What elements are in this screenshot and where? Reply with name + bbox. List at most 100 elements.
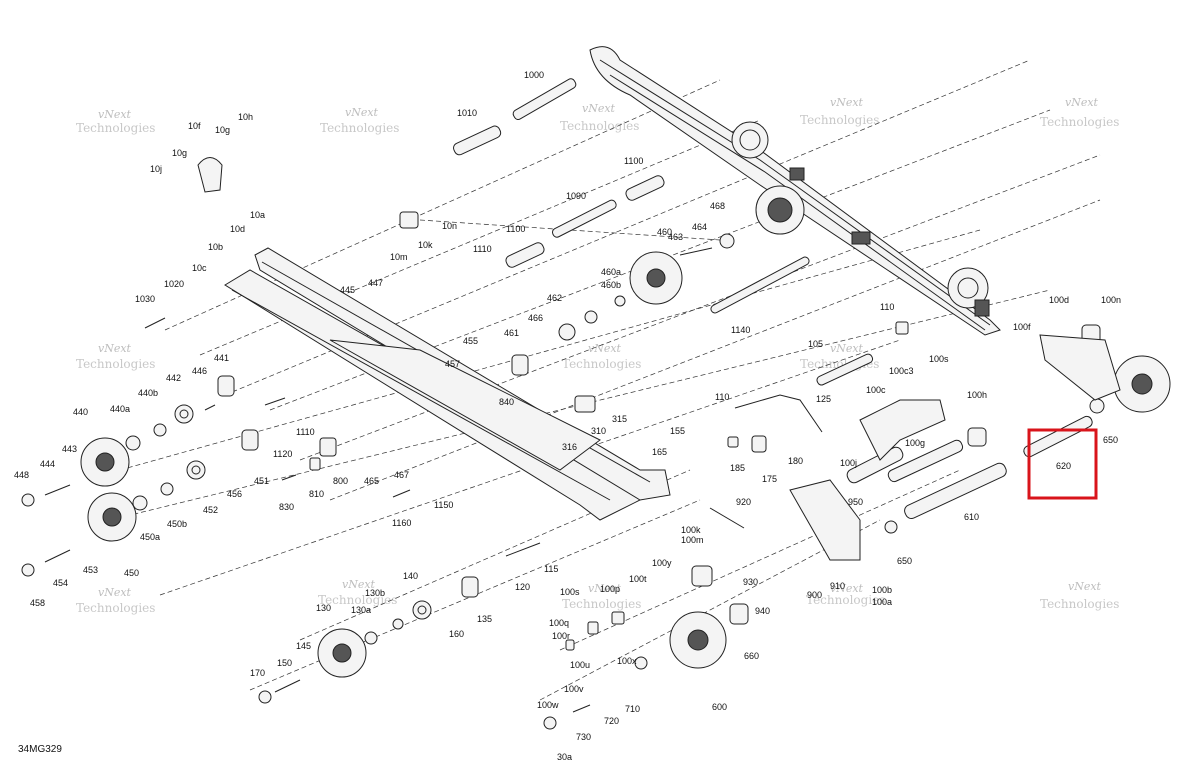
part-label: 10g (172, 148, 187, 158)
watermark: Technologies (1040, 115, 1119, 129)
part-label: 100n (1101, 295, 1121, 305)
part-label: 440b (138, 388, 158, 398)
part-label: 185 (730, 463, 745, 473)
part-label: 1100 (624, 156, 643, 166)
part-label: 100m (681, 535, 704, 545)
part-label: 100c (866, 385, 886, 395)
part-label: 310 (591, 426, 606, 436)
part-label: 130b (365, 588, 385, 598)
part-label: 446 (192, 366, 207, 376)
watermark: Technologies (76, 357, 155, 371)
watermark: vNext (342, 578, 376, 591)
part-label: 453 (83, 565, 98, 575)
part-label: 900 (807, 590, 822, 600)
wheels (80, 251, 1171, 678)
part-label: 840 (499, 397, 514, 407)
part-label: 100s (929, 354, 949, 364)
part-label: 1100 (506, 224, 525, 234)
part-labels: 1000 1010 10h 10f 10g 10g 10j 1100 1090 468 464 463… (14, 70, 1121, 762)
part-label: 461 (504, 328, 519, 338)
part-label: 447 (368, 278, 383, 288)
part-label: 100c3 (889, 366, 914, 376)
part-label: 463 (668, 232, 683, 242)
watermark: Technologies (1040, 597, 1119, 611)
part-label: 10h (238, 112, 253, 122)
part-label: 465 (364, 476, 379, 486)
part-label: 445 (340, 285, 355, 295)
watermark: vNext (830, 96, 864, 109)
part-label: 10f (188, 121, 201, 131)
part-label: 120 (515, 582, 530, 592)
part-label: 105 (808, 339, 823, 349)
side-rails (224, 247, 671, 521)
part-label: 100a (872, 597, 892, 607)
part-label: 1020 (164, 279, 184, 289)
part-label: 457 (445, 359, 460, 369)
part-label: 467 (394, 470, 409, 480)
part-label: 660 (744, 651, 759, 661)
part-label: 455 (463, 336, 478, 346)
part-label: 910 (830, 581, 845, 591)
part-label: 448 (14, 470, 29, 480)
part-label: 458 (30, 598, 45, 608)
part-label: 130a (351, 605, 371, 615)
part-label: 170 (250, 668, 265, 678)
part-label: 110 (715, 392, 729, 402)
part-label: 1140 (731, 325, 750, 335)
part-label: 441 (214, 353, 229, 363)
watermark: vNext (1065, 96, 1099, 109)
part-label: 440 (73, 407, 88, 417)
highlight-box (1027, 428, 1098, 500)
part-label: 125 (816, 394, 831, 404)
watermark: vNext (830, 342, 864, 355)
part-label: 10c (192, 263, 207, 273)
diagram-code: 34MG329 (18, 744, 62, 755)
small-parts (21, 157, 1121, 730)
watermark: Technologies (562, 357, 641, 371)
part-label: 460a (601, 267, 621, 277)
watermark: Technologies (76, 601, 155, 615)
part-label: 140 (403, 571, 418, 581)
part-label: 451 (254, 476, 269, 486)
part-label: 1030 (135, 294, 155, 304)
part-label: 100p (600, 584, 620, 594)
part-label: 100v (564, 684, 584, 694)
part-label: 468 (710, 201, 725, 211)
part-label: 466 (528, 313, 543, 323)
part-label: 115 (544, 564, 558, 574)
part-label: 10n (442, 221, 457, 231)
part-label: 450 (124, 568, 139, 578)
watermark: vNext (588, 582, 622, 595)
part-label: 1010 (457, 108, 477, 118)
part-label: 10m (390, 252, 408, 262)
part-label: 1110 (473, 244, 492, 254)
part-label: 440a (110, 404, 130, 414)
part-label: 100t (629, 574, 647, 584)
watermark: vNext (582, 102, 616, 115)
part-label: 464 (692, 222, 707, 232)
part-label: 443 (62, 444, 77, 454)
part-label: 100y (652, 558, 672, 568)
part-label: 10g (215, 125, 230, 135)
part-label: 100q (549, 618, 569, 628)
part-label: 452 (203, 505, 218, 515)
watermark: Technologies (806, 593, 885, 607)
part-label: 930 (743, 577, 758, 587)
part-label: 10j (150, 164, 162, 174)
part-label: 1090 (566, 191, 586, 201)
part-label: 1000 (524, 70, 544, 80)
part-label: 175 (762, 474, 777, 484)
watermark: Technologies (318, 593, 397, 607)
part-label: 720 (604, 716, 619, 726)
watermark: Technologies (76, 121, 155, 135)
part-label: 456 (227, 489, 242, 499)
part-label: 315 (612, 414, 627, 424)
part-label: 10a (250, 210, 265, 220)
upper-rail-assembly (589, 46, 1001, 336)
part-label: 10b (208, 242, 223, 252)
part-label: 10d (230, 224, 245, 234)
part-label: 650 (1103, 435, 1118, 445)
watermark: Technologies (320, 121, 399, 135)
watermark: vNext (345, 106, 379, 119)
